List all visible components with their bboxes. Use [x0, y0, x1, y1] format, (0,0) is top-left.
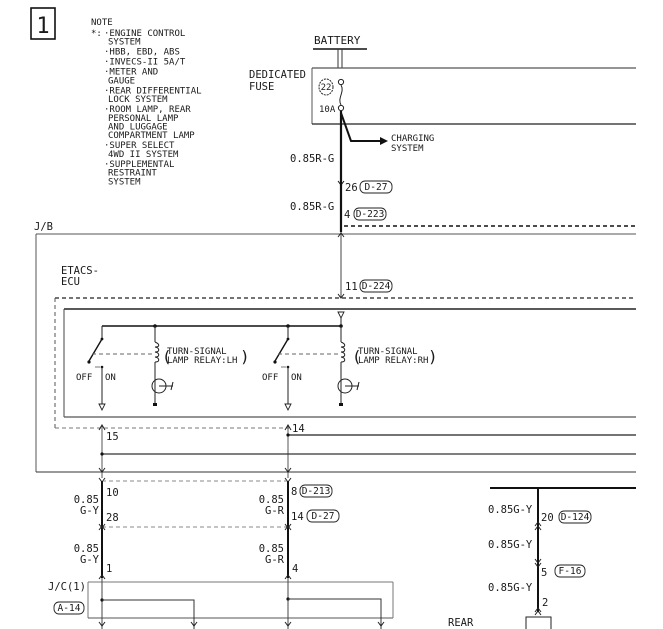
note-item-line: SYSTEM	[108, 38, 141, 48]
connector-pin-4: 4	[344, 209, 350, 221]
charging-label-1: CHARGING	[391, 134, 434, 144]
junction-block: J/B 11 D-224	[34, 221, 636, 473]
relay-lh-label-2: LAMP RELAY:LH	[167, 356, 237, 366]
connector-id-f16: F-16	[559, 566, 582, 577]
turn-signal-relay-lh: OFF ON TURN-SIGNAL LAMP RELAY:LH ( )	[76, 326, 250, 412]
wire-label-left-upper-1: 0.85	[74, 494, 99, 506]
wire-label-right-1: 0.85G-Y	[488, 504, 533, 516]
bracket-open-rh: (	[352, 347, 362, 366]
note-item-line: ·METER AND	[104, 68, 158, 78]
note-item-line: AND LUGGAGE	[108, 123, 168, 133]
dedicated-fuse-box: DEDICATED FUSE 22 10A	[249, 67, 636, 125]
wire-right-g-y: 0.85G-Y 20 D-124 0.85G-Y 5 F-16 0.85G-Y …	[448, 487, 636, 629]
note-item-line: ·HBB, EBD, ABS	[104, 48, 180, 58]
connector-pin-15: 15	[106, 431, 119, 443]
fuse-rating: 10A	[319, 105, 336, 115]
connector-id-d27: D-27	[365, 182, 388, 193]
wire-left-g-y: 10 0.85 G-Y 28 0.85 G-Y 1	[74, 481, 288, 580]
connector-pin-1: 1	[106, 563, 112, 575]
note-item-line: COMPARTMENT LAMP	[108, 131, 195, 141]
connector-pin-14b: 14	[291, 511, 304, 523]
note-item-line: SYSTEM	[108, 177, 141, 187]
note-item-line: ·SUPER SELECT	[104, 141, 175, 151]
note-item-line: ·ROOM LAMP, REAR	[104, 105, 191, 115]
jc-label: J/C(1)	[48, 581, 86, 593]
connector-pin-20: 20	[541, 512, 554, 524]
wire-label-left-upper-2: G-Y	[80, 505, 100, 517]
wire-label-mid-upper-2: G-R	[265, 505, 285, 517]
relay-lh-label-1: TURN-SIGNAL	[167, 347, 227, 357]
wire-label-mid-lower-2: G-R	[265, 554, 285, 566]
joint-connector-1: J/C(1) A-14	[48, 578, 394, 629]
main-power-wire: CHARGING SYSTEM 0.85R-G 0.85R-G 26 D-27 …	[290, 111, 636, 232]
switch-off-label-lh: OFF	[76, 373, 92, 383]
charging-label-2: SYSTEM	[391, 144, 424, 154]
wire-label-right-2: 0.85G-Y	[488, 539, 533, 551]
note-item-line: ·ENGINE CONTROL	[104, 29, 185, 39]
connector-pin-5: 5	[541, 567, 547, 579]
note-item-line: ·INVECS-II 5A/T	[104, 58, 186, 68]
etacs-ecu: ETACS- ECU	[54, 265, 636, 429]
bracket-open-lh: (	[162, 347, 172, 366]
note-item-line: PERSONAL LAMP	[108, 114, 179, 124]
connector-id-d223: D-223	[356, 209, 385, 220]
fuse-label-2: FUSE	[249, 81, 274, 93]
jb-label: J/B	[34, 221, 53, 233]
switch-on-label-rh: ON	[291, 373, 302, 383]
connector-pin-10: 10	[106, 487, 119, 499]
fuse-number: 22	[321, 83, 332, 93]
note-title: NOTE	[91, 18, 113, 28]
rear-label: REAR	[448, 617, 474, 629]
switch-on-label-lh: ON	[105, 373, 116, 383]
connector-pin-14: 14	[292, 423, 305, 435]
page-number: 1	[36, 14, 49, 39]
connector-pin-8: 8	[291, 486, 297, 498]
battery-label: BATTERY	[314, 34, 361, 47]
bracket-close-lh: )	[240, 347, 250, 366]
relay-rh-label-1: TURN-SIGNAL	[358, 347, 418, 357]
connector-id-d224: D-224	[362, 281, 391, 292]
connector-pin-4b: 4	[292, 563, 298, 575]
connector-pin-28: 28	[106, 512, 119, 524]
jc-connector-id: A-14	[58, 603, 81, 614]
battery: BATTERY	[313, 34, 367, 68]
wire-label-mid-upper-1: 0.85	[259, 494, 284, 506]
wire-label-main-upper: 0.85R-G	[290, 153, 334, 165]
wire-label-mid-lower-1: 0.85	[259, 543, 284, 555]
note-item-line: LOCK SYSTEM	[108, 95, 168, 105]
wire-label-right-3: 0.85G-Y	[488, 582, 533, 594]
connector-id-d27b: D-27	[312, 511, 335, 522]
note-marker: *:	[91, 29, 102, 39]
note-item-line: GAUGE	[108, 76, 135, 86]
wire-label-main-lower: 0.85R-G	[290, 201, 334, 213]
etacs-label-2: ECU	[61, 276, 80, 288]
ecu-output-wires: 15 14	[98, 423, 636, 489]
note-item-line: ·REAR DIFFERENTIAL	[104, 86, 202, 96]
wire-label-left-lower-1: 0.85	[74, 543, 99, 555]
bracket-close-rh: )	[428, 347, 438, 366]
note-item-line: ·SUPPLEMENTAL	[104, 160, 174, 170]
relay-rh-label-2: LAMP RELAY:RH	[358, 356, 428, 366]
switch-off-label-rh: OFF	[262, 373, 278, 383]
note-item-line: RESTRAINT	[108, 169, 157, 179]
etacs-label-1: ETACS-	[61, 265, 99, 277]
fuse-label-1: DEDICATED	[249, 69, 306, 81]
wire-mid-g-r: 0.85 G-R 8 D-213 14 D-27 0.85 G-R 4	[259, 481, 340, 580]
connector-pin-2: 2	[542, 597, 548, 609]
connector-pin-11: 11	[345, 281, 358, 293]
note-item-line: 4WD II SYSTEM	[108, 150, 179, 160]
turn-signal-relay-rh: OFF ON TURN-SIGNAL LAMP RELAY:RH ( )	[262, 326, 438, 412]
connector-pin-26: 26	[345, 182, 358, 194]
wire-label-left-lower-2: G-Y	[80, 554, 100, 566]
connector-id-d124: D-124	[561, 512, 590, 523]
connector-id-d213: D-213	[302, 486, 331, 497]
page-number-box: 1	[30, 7, 56, 40]
